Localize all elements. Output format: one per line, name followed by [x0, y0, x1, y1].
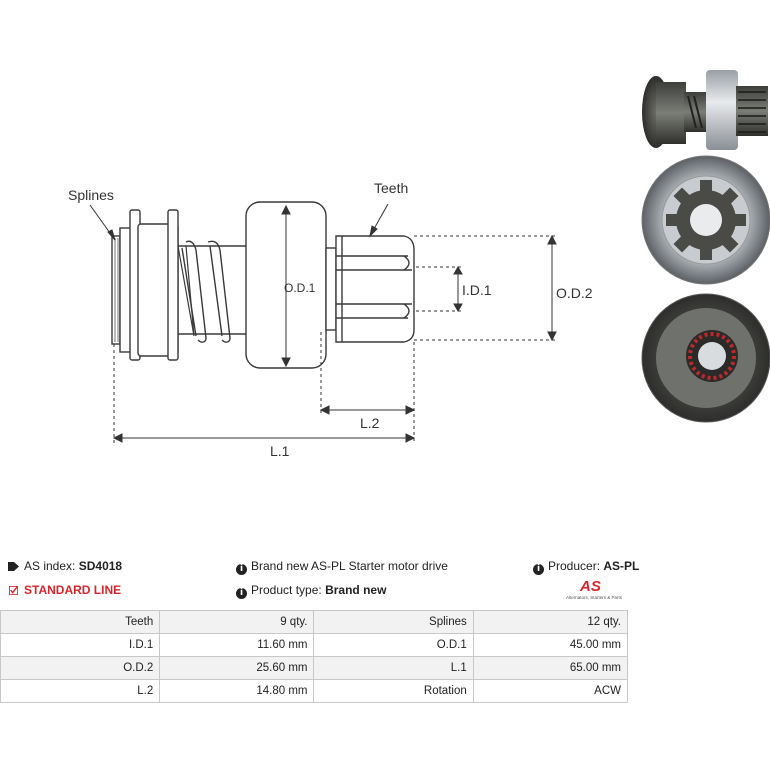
- description-text: Brand new AS-PL Starter motor drive: [251, 559, 448, 573]
- l2-label: L.2: [360, 415, 380, 431]
- product-photo-back: [641, 293, 770, 423]
- od1-label: O.D.1: [284, 281, 316, 295]
- as-index: AS index: SD4018: [8, 559, 122, 573]
- id1-label: I.D.1: [462, 282, 492, 298]
- spec-key: O.D.2: [0, 656, 161, 680]
- spec-key: Splines: [313, 610, 474, 634]
- description: i Brand new AS-PL Starter motor drive: [236, 559, 448, 575]
- spec-key: I.D.1: [0, 633, 161, 657]
- spec-value: ACW: [472, 679, 629, 703]
- od2-label: O.D.2: [556, 285, 593, 301]
- spec-value: 11.60 mm: [159, 633, 315, 657]
- spec-value: 45.00 mm: [472, 633, 629, 657]
- spec-key: O.D.1: [313, 633, 474, 657]
- logo-mark: AS: [580, 578, 601, 595]
- product-type-value: Brand new: [325, 583, 387, 597]
- specs-table: Teeth 9 qty. Splines 12 qty. I.D.1 11.60…: [0, 610, 629, 703]
- part-outline: [111, 201, 415, 369]
- producer-label: Producer:: [548, 559, 601, 573]
- spec-value: 12 qty.: [472, 610, 629, 634]
- info-icon: i: [236, 588, 247, 599]
- product-photo-side: [642, 70, 768, 150]
- table-row: L.2 14.80 mm Rotation ACW: [0, 679, 629, 703]
- product-photo-front: [641, 155, 770, 285]
- product-type: i Product type: Brand new: [236, 583, 386, 599]
- spec-value: 9 qty.: [159, 610, 315, 634]
- spec-value: 65.00 mm: [472, 656, 629, 680]
- table-row: Teeth 9 qty. Splines 12 qty.: [0, 610, 629, 634]
- product-type-label: Product type:: [251, 583, 322, 597]
- producer-value: AS-PL: [603, 559, 640, 573]
- technical-drawing: Splines Teeth O.D.1 I.D.1 O.D.2 L.2 L.1: [68, 70, 770, 459]
- dimension-lines: [112, 204, 557, 444]
- splines-label: Splines: [68, 187, 114, 203]
- spec-value: 14.80 mm: [159, 679, 315, 703]
- teeth-label: Teeth: [374, 180, 408, 196]
- standard-line-badge: STANDARD LINE: [8, 583, 121, 597]
- standard-line-text: STANDARD LINE: [24, 583, 122, 597]
- spec-key: L.1: [313, 656, 474, 680]
- info-icon: i: [533, 564, 544, 575]
- logo-tagline: Alternators, Starters & Parts: [566, 595, 623, 600]
- check-icon: [9, 586, 18, 595]
- as-index-value: SD4018: [78, 559, 123, 573]
- info-icon: i: [236, 564, 247, 575]
- spec-key: L.2: [0, 679, 161, 703]
- table-row: O.D.2 25.60 mm L.1 65.00 mm: [0, 656, 629, 680]
- spec-key: Rotation: [313, 679, 474, 703]
- l1-label: L.1: [270, 443, 290, 459]
- spec-key: Teeth: [0, 610, 161, 634]
- spec-value: 25.60 mm: [159, 656, 315, 680]
- leader-lines: [89, 203, 389, 241]
- as-index-label: AS index:: [24, 559, 76, 573]
- producer: i Producer: AS-PL: [533, 559, 639, 575]
- as-pl-logo: AS Alternators, Starters & Parts: [566, 578, 630, 602]
- tag-icon: [8, 562, 19, 571]
- table-row: I.D.1 11.60 mm O.D.1 45.00 mm: [0, 633, 629, 657]
